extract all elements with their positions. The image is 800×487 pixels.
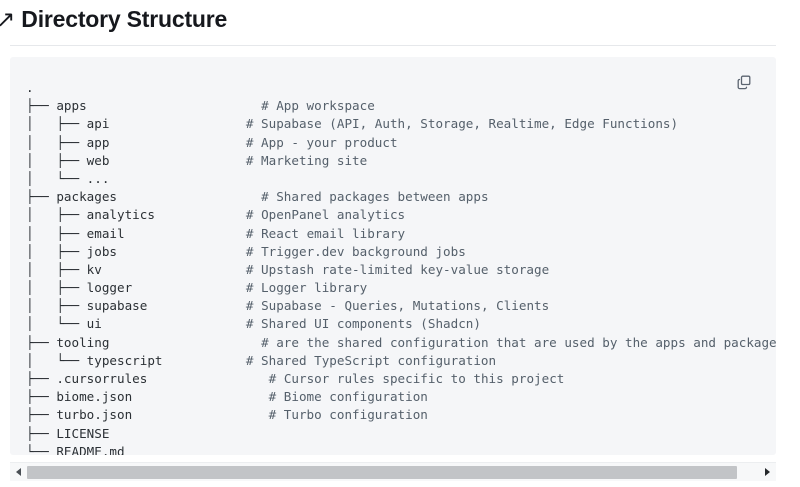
tree-path: │ ├── supabase [26,298,148,314]
tree-line: └── README.md [26,443,776,455]
tree-comment: # Supabase - Queries, Mutations, Clients [245,298,550,314]
tree-gap [132,407,268,422]
copy-icon[interactable] [733,71,755,93]
tree-path: │ ├── api [26,116,110,132]
tree-comment: # App - your product [245,134,398,150]
page-title-text: Directory Structure [21,6,228,32]
scrollbar-thumb[interactable] [27,465,738,479]
tree-path: │ ├── logger [26,280,133,296]
horizontal-scrollbar[interactable] [10,462,776,481]
tree-comment: # React email library [245,225,406,241]
tree-comment: # Shared TypeScript configuration [245,352,497,368]
tree-path: ├── biome.json [26,389,133,405]
page-title: ↗ Directory Structure [0,6,227,33]
tree-line: ├── biome.json # Biome configuration [26,388,776,406]
tree-comment: # Supabase (API, Auth, Storage, Realtime… [245,116,679,132]
tree-gap [162,353,245,368]
tree-path: ├── LICENSE [26,425,110,441]
tree-line: │ ├── supabase # Supabase - Queries, Mut… [26,297,776,315]
tree-path: ├── apps [26,98,87,114]
tree-gap [117,244,246,259]
tree-gap [117,189,261,204]
tree-path: ├── .cursorrules [26,371,148,386]
tree-path: │ └── ui [26,316,102,332]
tree-line: │ └── ui # Shared UI components (Shadcn) [26,315,776,333]
tree-comment: # are the shared configuration that are … [261,334,776,350]
tree-gap [147,371,268,386]
tree-line: │ ├── email # React email library [26,225,776,243]
tree-comment: # Logger library [245,280,368,296]
tree-gap [87,98,261,113]
code-block: .├── apps # App workspace│ ├── api # Sup… [10,57,776,455]
tree-line: ├── tooling # are the shared configurati… [26,334,776,352]
tree-path: │ ├── analytics [26,207,155,223]
tree-line: │ ├── logger # Logger library [26,279,776,297]
header-divider [10,45,776,46]
tree-line: │ ├── kv # Upstash rate-limited key-valu… [26,261,776,279]
tree-gap [147,298,246,313]
tree-path: . [26,80,34,95]
tree-gap [109,153,245,168]
tree-path: │ └── ... [26,170,110,186]
tree-line: ├── .cursorrules # Cursor rules specific… [26,370,776,388]
anchor-link-icon[interactable]: ↗ [0,6,16,32]
tree-path: ├── tooling [26,334,110,350]
section-header: ↗ Directory Structure [0,0,800,46]
tree-line: │ ├── app # App - your product [26,134,776,152]
tree-line: │ └── typescript # Shared TypeScript con… [26,352,776,370]
tree-comment: # Shared UI components (Shadcn) [245,316,481,332]
tree-gap [102,316,246,331]
scrollbar-track[interactable] [27,465,759,479]
code-scroll-area[interactable]: .├── apps # App workspace│ ├── api # Sup… [10,57,776,455]
tree-gap [109,135,245,150]
tree-path: │ ├── email [26,225,125,241]
tree-path: │ └── typescript [26,352,163,368]
tree-comment: # Cursor rules specific to this project [268,371,565,386]
tree-gap [155,207,246,222]
tree-path: │ ├── jobs [26,243,117,259]
tree-gap [109,116,245,131]
tree-gap [132,280,246,295]
tree-line: │ ├── jobs # Trigger.dev background jobs [26,243,776,261]
tree-comment: # Upstash rate-limited key-value storage [245,261,550,277]
tree-path: └── README.md [26,443,125,455]
tree-gap [109,335,261,350]
tree-line: │ ├── analytics # OpenPanel analytics [26,206,776,224]
tree-line: ├── LICENSE [26,425,776,443]
tree-gap [132,389,268,404]
tree-path: │ ├── app [26,134,110,150]
tree-comment: # Trigger.dev background jobs [245,243,466,259]
tree-comment: # Turbo configuration [268,407,428,423]
tree-path: │ ├── kv [26,261,102,277]
tree-line: │ └── ... [26,170,776,188]
tree-path: ├── turbo.json [26,407,133,423]
tree-comment: # Shared packages between apps [261,189,489,205]
tree-line: │ ├── web # Marketing site [26,152,776,170]
tree-path: ├── packages [26,189,117,205]
tree-comment: # Biome configuration [268,389,428,405]
tree-comment: # Marketing site [245,152,368,168]
tree-line: ├── apps # App workspace [26,97,776,115]
tree-line: ├── packages # Shared packages between a… [26,188,776,206]
tree-comment: # OpenPanel analytics [245,207,406,223]
tree-line: . [26,79,776,97]
tree-gap [125,226,246,241]
tree-line: ├── turbo.json # Turbo configuration [26,406,776,424]
tree-line: │ ├── api # Supabase (API, Auth, Storage… [26,115,776,133]
directory-tree: .├── apps # App workspace│ ├── api # Sup… [10,57,776,455]
triangle-left-icon[interactable] [10,464,27,481]
tree-comment: # App workspace [261,98,375,114]
tree-gap [102,262,246,277]
tree-path: │ ├── web [26,152,110,168]
triangle-right-icon[interactable] [759,464,776,481]
